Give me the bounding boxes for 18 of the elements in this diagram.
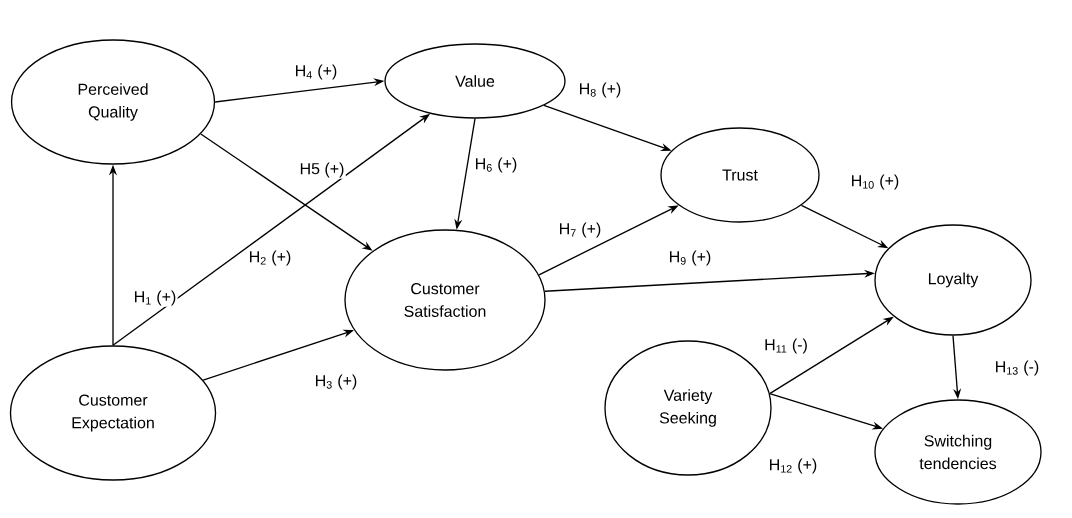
edge-label: H$_{6}$ (+)	[473, 156, 519, 174]
ellipse-node: Loyalty	[874, 224, 1032, 336]
edge-label: H$_{9}$ (+)	[667, 249, 713, 267]
edge-label: H5 (+)	[298, 161, 346, 179]
edge-label: H$_{10}$ (+)	[849, 173, 901, 191]
edge-label: H$_{3}$ (+)	[313, 373, 359, 391]
edge-label: H$_{13}$ (-)	[993, 359, 1041, 377]
edge-label: H$_{8}$ (+)	[577, 81, 623, 99]
edge-label: H$_{7}$ (+)	[557, 221, 603, 239]
edge-label: H$_{2}$ (+)	[247, 249, 293, 267]
ellipse-node: Trust	[660, 127, 820, 223]
ellipse-node: Switching tendencies	[874, 399, 1042, 505]
ellipse-node: Customer Expectation	[9, 345, 217, 481]
edge-label: H$_{4}$ (+)	[293, 63, 339, 81]
ellipse-node: Perceived Quality	[10, 39, 216, 165]
ellipse-node: Customer Satisfaction	[344, 229, 546, 371]
ellipse-node: Value	[384, 43, 566, 119]
edge-label: H$_{1}$ (+)	[132, 289, 178, 307]
